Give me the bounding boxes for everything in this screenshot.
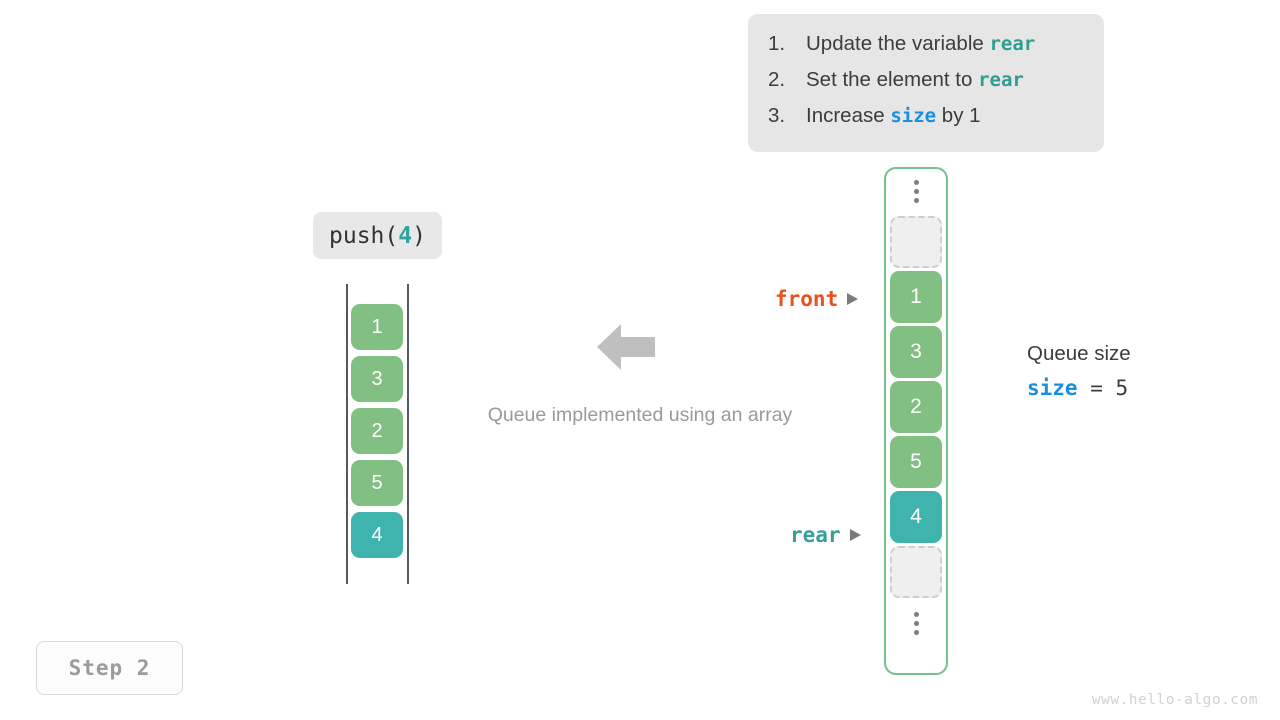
instruction-text-pre: Increase [806, 104, 891, 127]
instruction-number: 3. [768, 104, 786, 127]
instruction-text: Increase size by 1 [806, 104, 981, 128]
instruction-item: 1. Update the variable rear [768, 32, 1084, 68]
operation-close-paren: ) [412, 222, 426, 249]
operation-argument: 4 [398, 222, 413, 249]
array-slot: 1 [890, 271, 942, 323]
ellipsis-icon-top [886, 169, 946, 213]
front-pointer: front [775, 287, 859, 311]
array-slot-new: 4 [890, 491, 942, 543]
array-slot: 3 [890, 326, 942, 378]
left-arrow-icon [597, 323, 655, 371]
front-pointer-label: front [775, 287, 839, 311]
array-slot: 5 [890, 436, 942, 488]
queue-rail-right [407, 284, 409, 584]
rear-pointer: rear [790, 523, 861, 547]
instruction-code-token: rear [989, 33, 1036, 55]
arrow-right-icon [849, 529, 861, 541]
array-slot-empty [890, 216, 942, 268]
instruction-text-pre: Set the element to [806, 68, 979, 91]
array-slot: 2 [890, 381, 942, 433]
ellipsis-icon-bottom [886, 601, 946, 645]
diagram-caption: Queue implemented using an array [487, 404, 793, 426]
instruction-callout: 1. Update the variable rear 2. Set the e… [748, 14, 1104, 152]
memory-array: 1 3 2 5 4 [884, 167, 948, 675]
instruction-number: 1. [768, 32, 786, 55]
size-variable: size [1027, 376, 1078, 400]
operation-name: push( [329, 222, 399, 249]
instruction-code-token: rear [978, 69, 1024, 91]
size-value: = 5 [1077, 376, 1129, 400]
queue-cell: 1 [351, 304, 403, 350]
instruction-item: 2. Set the element to rear [768, 68, 1084, 104]
queue-size-expression: size = 5 [1027, 376, 1227, 400]
instruction-text-pre: Update the variable [806, 32, 990, 55]
instruction-text: Update the variable rear [806, 32, 1035, 56]
instruction-text: Set the element to rear [806, 68, 1024, 92]
step-badge: Step 2 [36, 641, 183, 695]
abstract-queue-cells: 1 3 2 5 4 [351, 304, 403, 564]
abstract-queue: 1 3 2 5 4 [340, 284, 415, 584]
instruction-number: 2. [768, 68, 786, 91]
queue-cell-new: 4 [351, 512, 403, 558]
queue-size-title: Queue size [1027, 342, 1131, 365]
rear-pointer-label: rear [790, 523, 841, 547]
array-slot-empty [890, 546, 942, 598]
memory-array-slots: 1 3 2 5 4 [886, 169, 946, 673]
arrow-right-icon [847, 293, 859, 305]
instruction-text-post: by 1 [936, 104, 981, 127]
queue-rail-left [346, 284, 348, 584]
instruction-code-token: size [890, 105, 937, 127]
queue-cell: 3 [351, 356, 403, 402]
queue-size-panel: Queue size size = 5 [1027, 342, 1227, 400]
queue-cell: 5 [351, 460, 403, 506]
operation-label: push(4) [313, 212, 442, 259]
queue-cell: 2 [351, 408, 403, 454]
watermark: www.hello-algo.com [1091, 692, 1258, 708]
instruction-item: 3. Increase size by 1 [768, 104, 1084, 140]
